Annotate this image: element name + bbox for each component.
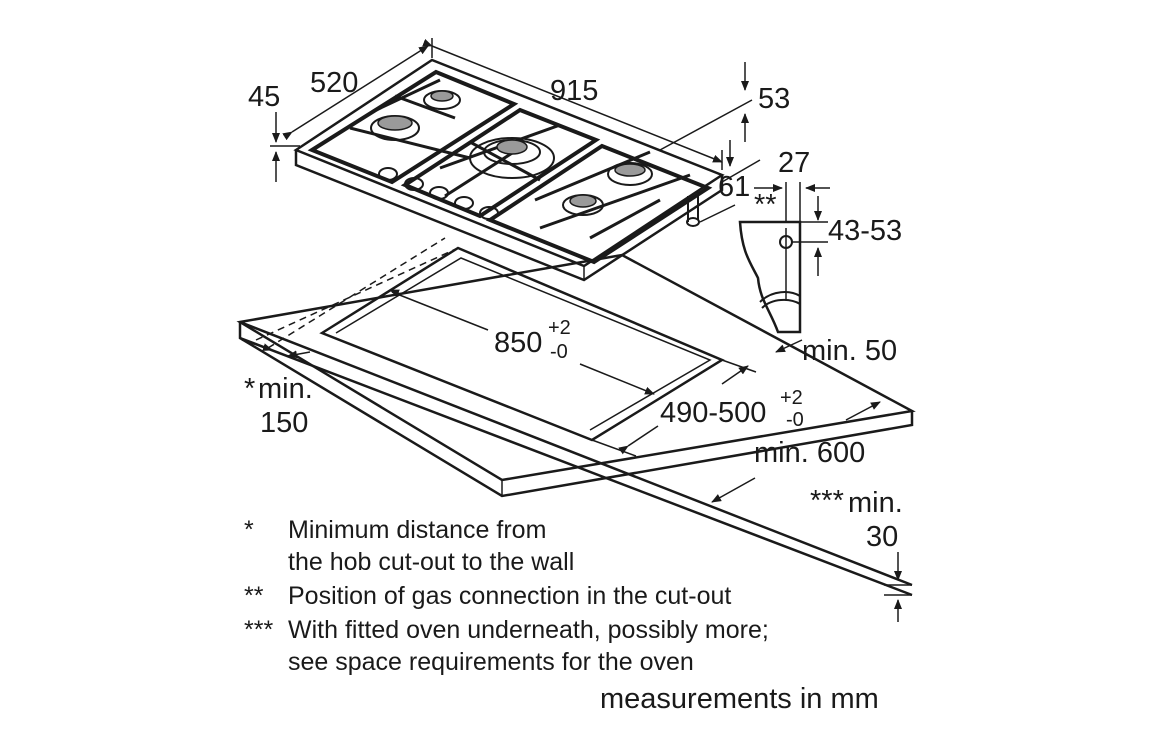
gas-connection-detail: [738, 182, 830, 334]
gas-hob: [293, 58, 725, 282]
label-gas-height: 43-53: [828, 215, 902, 247]
burner-small-front: [562, 194, 604, 216]
hob-dimension-lines: [270, 38, 761, 223]
burner-medium-right: [607, 162, 653, 186]
label-wall-marker: *: [244, 373, 255, 405]
units-label: measurements in mm: [600, 683, 879, 715]
label-front-min: min. 50: [802, 335, 897, 367]
note-2-marker: **: [244, 582, 264, 610]
label-depth: 520: [310, 67, 358, 99]
note-3-marker: ***: [244, 616, 273, 644]
burner-wok-center: [469, 137, 555, 179]
label-cutout-depth-tol-plus: +2: [780, 387, 803, 409]
label-wall-min: min.: [258, 373, 313, 405]
label-cutout-width: 850: [494, 327, 542, 359]
note-3-line-1: With fitted oven underneath, possibly mo…: [288, 616, 769, 644]
label-offset-61: 61: [718, 171, 750, 203]
label-worktop-min: min.: [848, 487, 903, 519]
control-knobs: [378, 167, 499, 220]
note-2-line-1: Position of gas connection in the cut-ou…: [288, 582, 731, 610]
worktop: [236, 253, 916, 597]
cutout-opening: [255, 237, 725, 442]
label-cutout-depth-tol-minus: -0: [786, 409, 804, 431]
label-wall-value: 150: [260, 407, 308, 439]
label-height-45: 45: [248, 81, 280, 113]
label-width: 915: [550, 75, 598, 107]
note-3-line-2: see space requirements for the oven: [288, 648, 694, 676]
label-gas-marker: **: [754, 189, 777, 221]
label-cutout-width-tol-plus: +2: [548, 317, 571, 339]
label-cutout-width-tol-minus: -0: [550, 341, 568, 363]
note-1-line-1: Minimum distance from: [288, 516, 546, 544]
label-gas-27: 27: [778, 147, 810, 179]
label-worktop-marker: ***: [810, 485, 844, 517]
burner-small-rear: [423, 90, 461, 110]
label-cutout-depth: 490-500: [660, 397, 766, 429]
note-1-marker: *: [244, 516, 254, 544]
note-1-line-2: the hob cut-out to the wall: [288, 548, 574, 576]
cutout-dimension-lines: [241, 289, 912, 622]
label-worktop-value: 30: [866, 521, 898, 553]
label-worktop-depth: min. 600: [754, 437, 865, 469]
label-height-53: 53: [758, 83, 790, 115]
burner-medium-front-left: [370, 115, 420, 141]
notes: * Minimum distance from the hob cut-out …: [244, 516, 769, 676]
